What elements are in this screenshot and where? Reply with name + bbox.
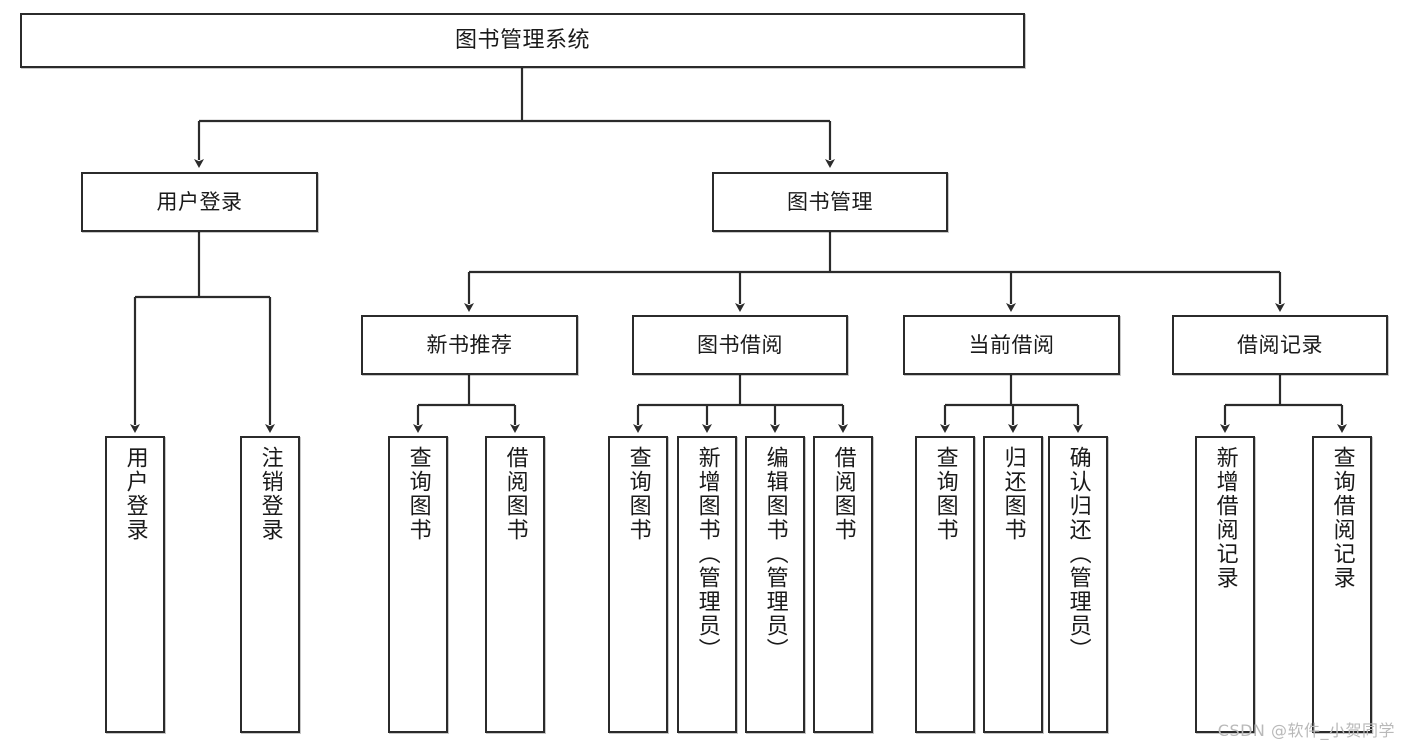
node-label: 查询图书 — [932, 446, 958, 542]
node-current-borrow[interactable]: 当前借阅 — [903, 315, 1120, 375]
node-label: 新增图书（管理员） — [694, 446, 720, 662]
leaf-node-borrow-book[interactable]: 借阅图书 — [813, 436, 873, 733]
node-label: 借阅图书 — [502, 446, 528, 542]
node-label: 借阅图书 — [830, 446, 856, 542]
watermark-text: CSDN @软件_小贺同学 — [1217, 721, 1395, 740]
leaf-node-query-book-recommend[interactable]: 查询图书 — [388, 436, 448, 733]
node-root-book-management-system[interactable]: 图书管理系统 — [20, 13, 1025, 68]
leaf-node-add-book-admin[interactable]: 新增图书（管理员） — [677, 436, 737, 733]
leaf-node-add-borrow-record[interactable]: 新增借阅记录 — [1195, 436, 1255, 733]
node-label: 新书推荐 — [426, 332, 513, 357]
node-new-book-recommend[interactable]: 新书推荐 — [361, 315, 578, 375]
leaf-node-user-login[interactable]: 用户登录 — [105, 436, 165, 733]
node-label: 图书借阅 — [697, 332, 783, 357]
node-label: 当前借阅 — [968, 332, 1055, 357]
leaf-node-query-book-current[interactable]: 查询图书 — [915, 436, 975, 733]
node-label: 注销登录 — [257, 446, 283, 542]
node-label: 查询借阅记录 — [1329, 446, 1355, 590]
leaf-node-edit-book-admin[interactable]: 编辑图书（管理员） — [745, 436, 805, 733]
node-user-login[interactable]: 用户登录 — [81, 172, 318, 232]
node-borrow-record[interactable]: 借阅记录 — [1172, 315, 1388, 375]
leaf-node-return-book[interactable]: 归还图书 — [983, 436, 1043, 733]
node-label: 用户登录 — [156, 189, 243, 214]
node-label: 借阅记录 — [1237, 332, 1323, 357]
node-label: 查询图书 — [625, 446, 651, 542]
node-label: 用户登录 — [122, 446, 148, 542]
node-book-borrow[interactable]: 图书借阅 — [632, 315, 848, 375]
leaf-node-logout[interactable]: 注销登录 — [240, 436, 300, 733]
node-label: 图书管理系统 — [454, 27, 590, 53]
leaf-node-borrow-book-recommend[interactable]: 借阅图书 — [485, 436, 545, 733]
node-label: 编辑图书（管理员） — [762, 446, 788, 662]
leaf-node-confirm-return-admin[interactable]: 确认归还（管理员） — [1048, 436, 1108, 733]
leaf-node-query-borrow-record[interactable]: 查询借阅记录 — [1312, 436, 1372, 733]
node-label: 新增借阅记录 — [1212, 446, 1238, 590]
node-label: 查询图书 — [405, 446, 431, 542]
node-book-manage[interactable]: 图书管理 — [712, 172, 948, 232]
node-label: 确认归还（管理员） — [1065, 446, 1091, 662]
leaf-node-query-book-borrow[interactable]: 查询图书 — [608, 436, 668, 733]
node-label: 归还图书 — [1000, 446, 1026, 542]
node-label: 图书管理 — [787, 189, 873, 214]
